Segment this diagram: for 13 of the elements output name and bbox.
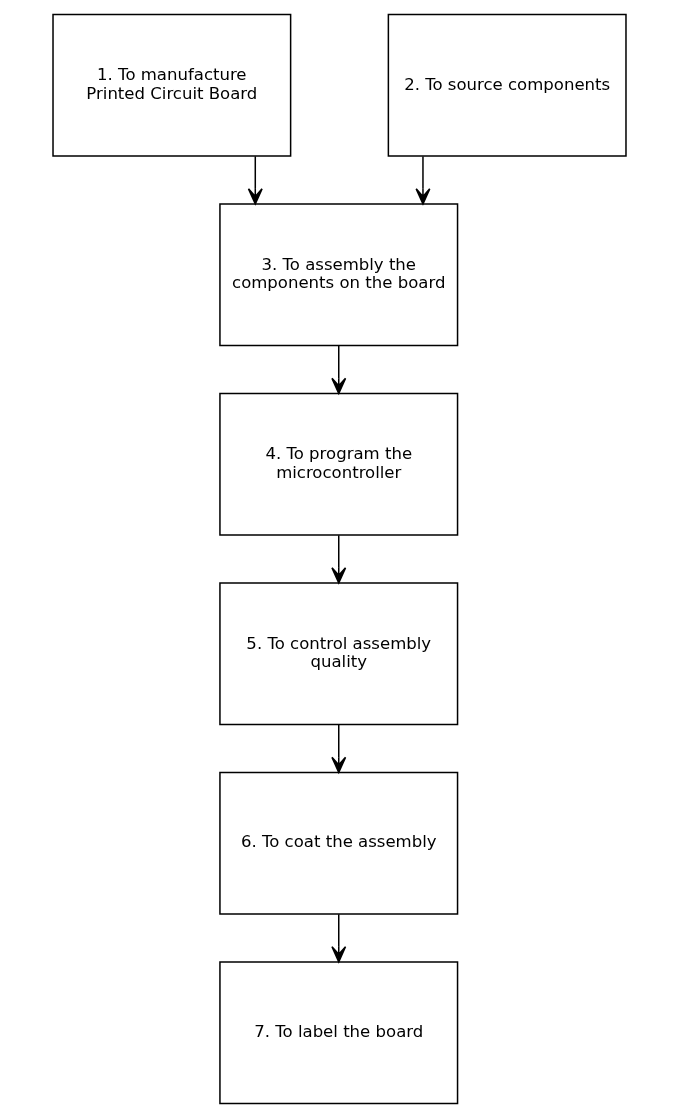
arrow [330, 724, 346, 774]
arrow [414, 155, 430, 205]
arrow [247, 155, 263, 205]
node-box: 1. To manufacture Printed Circuit Board [51, 13, 291, 157]
node-box: 3. To assembly the components on the board [218, 203, 458, 347]
node-box: 6. To coat the assembly [218, 771, 458, 915]
arrow [330, 534, 346, 584]
node-box: 7. To label the board [218, 961, 458, 1105]
arrow [330, 345, 346, 395]
node-box: 2. To source components [387, 13, 627, 157]
node-box: 5. To control assembly quality [218, 582, 458, 726]
node-box: 4. To program the microcontroller [218, 392, 458, 536]
arrow [330, 913, 346, 963]
